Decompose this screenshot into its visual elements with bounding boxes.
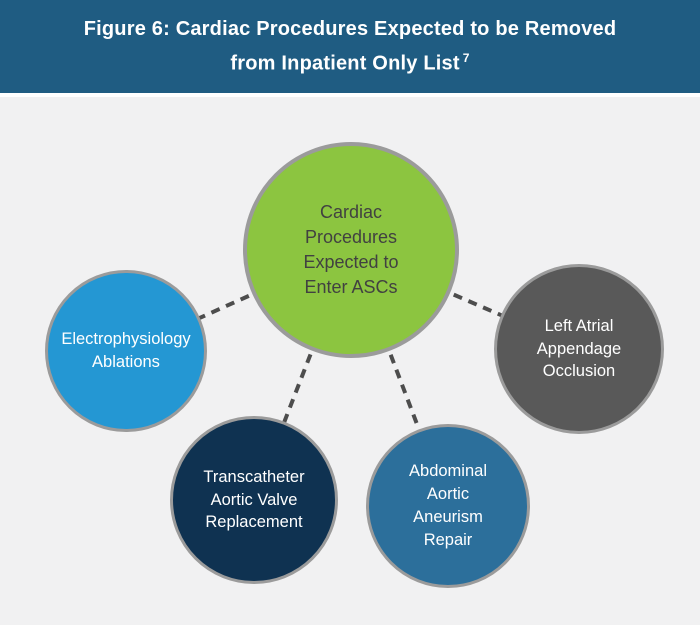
node-abdominal-aortic-aneurism-repair-label: Abdominal Aortic Aneurism Repair [409,462,487,549]
title-line-1: Figure 6: Cardiac Procedures Expected to… [83,17,617,40]
node-electrophysiology-ablations-label: Electrophysiology Ablations [61,330,191,371]
node-electrophysiology-ablations: Electrophysiology Ablations [45,270,207,432]
page-title: Figure 6: Cardiac Procedures Expected to… [84,15,617,79]
node-cardiac-procedures-label: Cardiac Procedures Expected to Enter ASC… [303,202,399,297]
node-transcatheter-aortic-valve-replacement-label: Transcatheter Aortic Valve Replacement [203,467,305,532]
node-left-atrial-appendage-occlusion-label: Left Atrial Appendage Occlusion [536,316,622,381]
connector-center-to-transcatheter [252,249,353,501]
node-abdominal-aortic-aneurism-repair: Abdominal Aortic Aneurism Repair [366,424,530,588]
node-left-atrial-appendage-occlusion: Left Atrial Appendage Occlusion [494,264,664,434]
node-transcatheter-aortic-valve-replacement: Transcatheter Aortic Valve Replacement [170,416,338,584]
title-line-2: from Inpatient Only List [230,52,460,75]
figure-title-banner: Figure 6: Cardiac Procedures Expected to… [0,0,700,97]
node-cardiac-procedures-center: Cardiac Procedures Expected to Enter ASC… [243,142,459,358]
footnote-marker: 7 [462,50,470,65]
